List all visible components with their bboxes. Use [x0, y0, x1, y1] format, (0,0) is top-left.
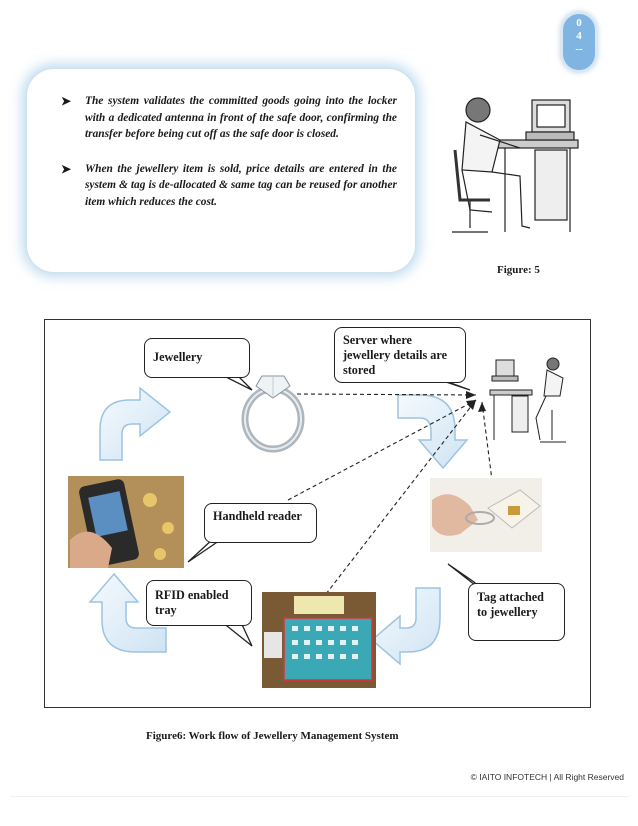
bullet-item: ➤ When the jewellery item is sold, price… [61, 161, 397, 211]
figure5-caption: Figure: 5 [497, 264, 540, 276]
figure6-caption: Figure6: Work flow of Jewellery Manageme… [146, 730, 399, 742]
page-number-dash: -- [575, 43, 583, 55]
footer-copyright: © IAITO INFOTECH | All Right Reserved [470, 772, 624, 782]
man-at-computer-image [452, 97, 579, 233]
footer-divider [10, 796, 628, 797]
arrow-bullet-icon: ➤ [61, 94, 72, 108]
bullet-text: When the jewellery item is sold, price d… [85, 162, 397, 208]
handheld-reader-label: Handheld reader [204, 503, 317, 543]
workflow-diagram-frame [44, 319, 591, 708]
rfid-tray-label: RFID enabled tray [146, 580, 252, 626]
bullet-text: The system validates the committed goods… [85, 95, 397, 141]
page-number-digit-2: 4 [576, 30, 582, 42]
server-label: Server where jewellery details are store… [334, 327, 466, 383]
tag-label: Tag attached to jewellery [468, 583, 565, 641]
page-number-badge: 0 4 -- [561, 12, 597, 72]
page-number-digit-1: 0 [576, 17, 582, 29]
arrow-bullet-icon: ➤ [61, 161, 72, 176]
jewellery-label: Jewellery [144, 338, 250, 378]
info-callout: ➤ The system validates the committed goo… [26, 68, 416, 273]
bullet-item: ➤ The system validates the committed goo… [61, 93, 397, 143]
